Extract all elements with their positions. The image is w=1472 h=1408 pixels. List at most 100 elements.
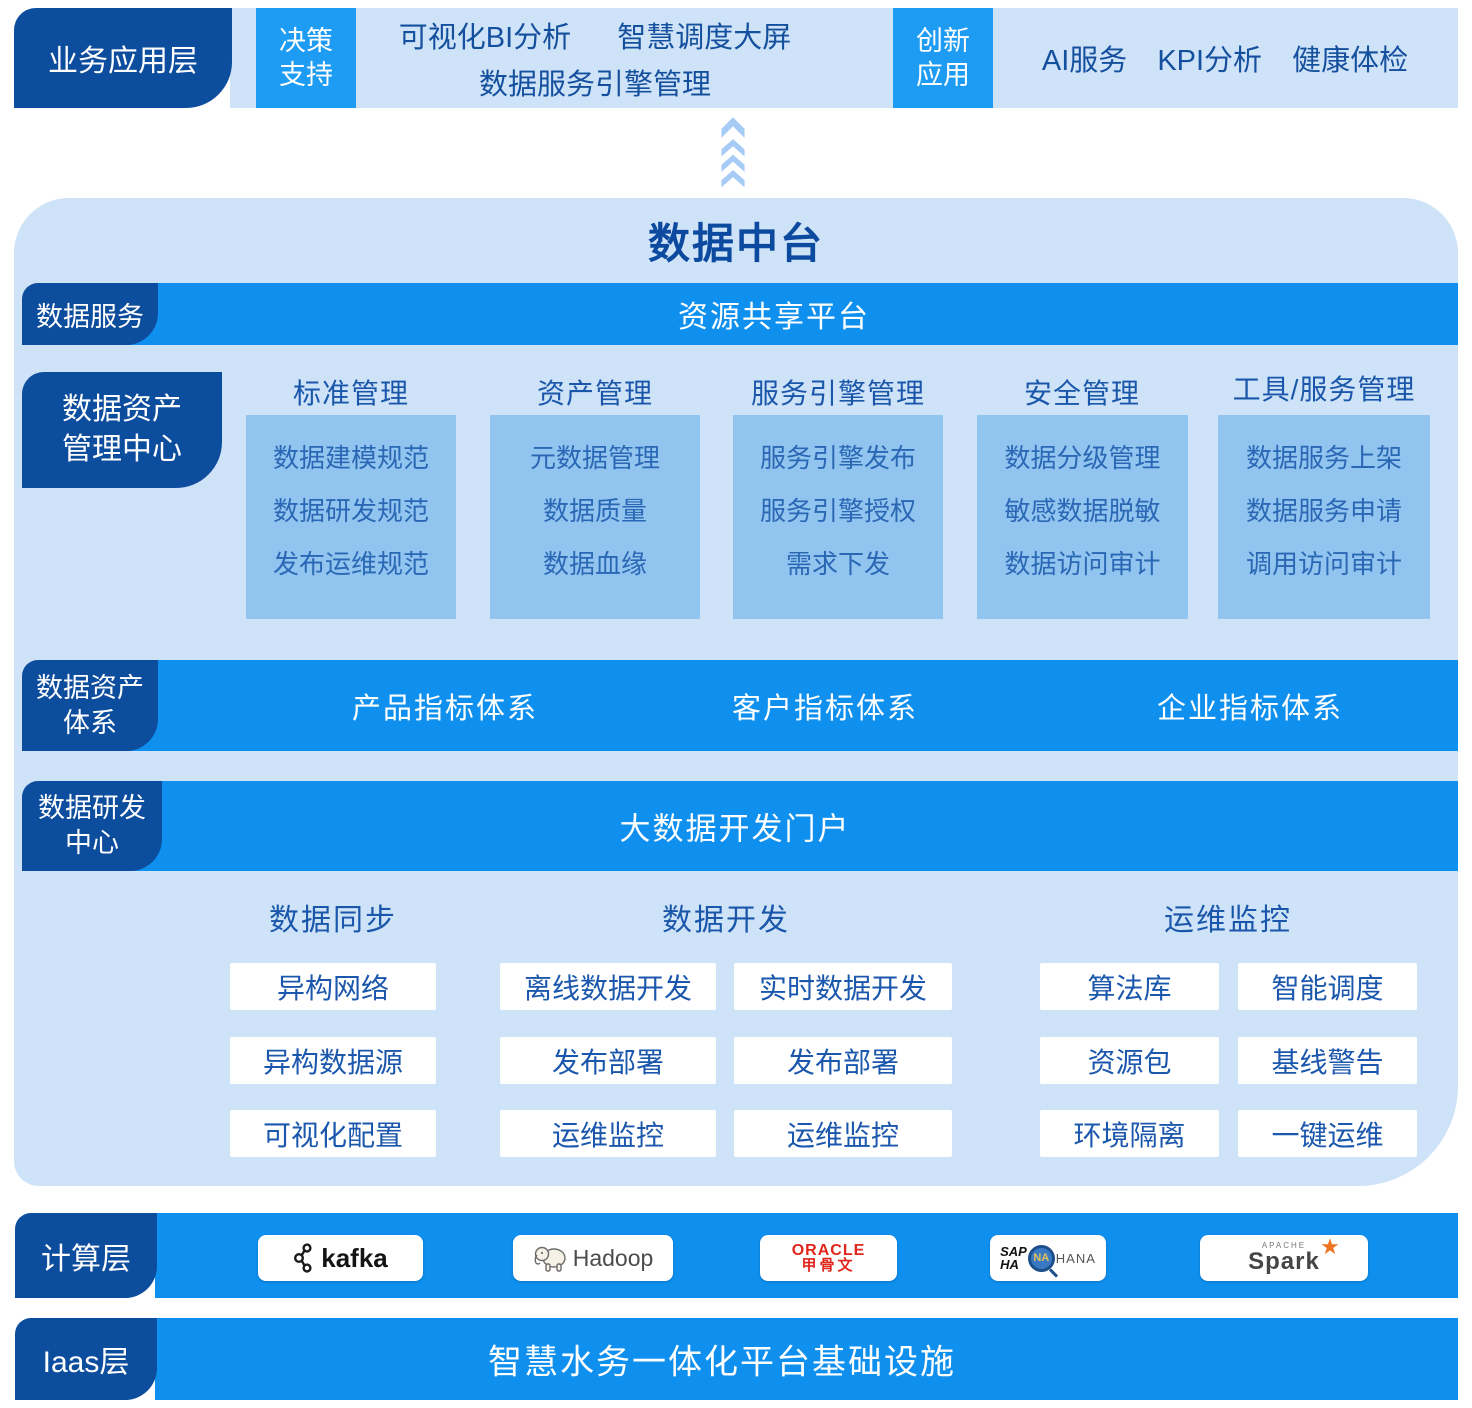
item-data-grading: 数据分级管理	[1004, 443, 1161, 473]
app-kpi-analysis: KPI分析	[1157, 45, 1263, 77]
oracle-logo-text: ORACLE 甲骨文	[791, 1242, 866, 1274]
innovation-apps: AI服务 KPI分析 健康体检	[1005, 8, 1445, 108]
box-one-key-ops: 一键运维	[1238, 1110, 1417, 1157]
kafka-icon	[294, 1243, 312, 1273]
asset-system-label-line1: 数据资产	[36, 672, 144, 703]
hadoop-elephant-icon	[534, 1246, 566, 1272]
decision-apps-row1: 可视化BI分析 智慧调度大屏	[399, 14, 791, 56]
box-env-isolation: 环境隔离	[1040, 1110, 1219, 1157]
section-header-data-sync: 数据同步	[269, 904, 397, 937]
decision-apps: 可视化BI分析 智慧调度大屏 数据服务引擎管理	[352, 8, 838, 108]
platform-title: 数据中台	[647, 220, 824, 267]
decision-support-tag: 决策 支持	[256, 8, 356, 108]
box-release-deploy-1: 发布部署	[500, 1037, 716, 1084]
app-dispatch-screen: 智慧调度大屏	[617, 21, 792, 54]
spark-logo: APACHE Spark ★	[1248, 1234, 1340, 1275]
column-header-security: 安全管理	[1023, 378, 1141, 409]
dev-center-label-line2: 中心	[65, 828, 119, 858]
item-data-masking: 敏感数据脱敏	[1004, 496, 1161, 526]
up-arrow-icon	[721, 117, 745, 188]
asset-system-label: 数据资产 体系	[22, 660, 158, 751]
data-service-band: 资源共享平台	[90, 283, 1458, 345]
magnifier-icon: NA	[1027, 1244, 1055, 1272]
service-engine-box: 服务引擎发布 服务引擎授权 需求下发	[733, 415, 943, 619]
tool-service-box: 数据服务上架 数据服务申请 调用访问审计	[1218, 415, 1430, 619]
box-baseline-alert: 基线警告	[1238, 1037, 1417, 1084]
security-management-box: 数据分级管理 敏感数据脱敏 数据访问审计	[977, 415, 1188, 619]
compute-layer-label-text: 计算层	[41, 1242, 131, 1276]
sap-hana-logo: SAP HA NA HANA	[1000, 1244, 1096, 1272]
dev-center-label: 数据研发 中心	[22, 781, 162, 871]
item-engine-authorize: 服务引擎授权	[759, 496, 916, 526]
dev-center-band: 大数据开发门户	[90, 781, 1458, 871]
asset-system-band: 产品指标体系 客户指标体系 企业指标体系	[90, 660, 1458, 751]
app-health-check: 健康体检	[1292, 45, 1409, 77]
item-data-dev-spec: 数据研发规范	[272, 496, 429, 526]
kafka-logo-chip: kafka	[258, 1235, 423, 1281]
box-smart-schedule: 智能调度	[1238, 963, 1417, 1010]
spark-logo-chip: APACHE Spark ★	[1200, 1235, 1368, 1281]
app-bi-analysis: 可视化BI分析	[398, 21, 572, 54]
box-ops-monitor-2: 运维监控	[734, 1110, 952, 1157]
app-data-service-engine: 数据服务引擎管理	[478, 68, 711, 101]
box-resource-pack: 资源包	[1040, 1037, 1219, 1084]
innovation-tag-line1: 创新	[916, 26, 970, 56]
data-service-label: 数据服务	[22, 283, 158, 345]
section-header-ops-monitor: 运维监控	[1164, 904, 1292, 937]
item-call-audit: 调用访问审计	[1245, 549, 1402, 579]
iaas-layer-label-text: Iaas层	[42, 1346, 130, 1379]
box-visual-config: 可视化配置	[230, 1110, 436, 1157]
column-header-asset: 资产管理	[536, 378, 654, 409]
business-layer-label-text: 业务应用层	[48, 45, 198, 78]
asset-system-label-line2: 体系	[63, 707, 117, 738]
asset-center-label-line1: 数据资产	[62, 393, 182, 426]
hadoop-logo-chip: Hadoop	[513, 1235, 673, 1281]
box-ops-monitor-1: 运维监控	[500, 1110, 716, 1157]
business-layer-band	[230, 8, 1458, 108]
spark-star-icon: ★	[1320, 1234, 1340, 1259]
item-engine-publish: 服务引擎发布	[759, 443, 916, 473]
box-hetero-network: 异构网络	[230, 963, 436, 1010]
column-header-service-engine: 服务引擎管理	[750, 378, 926, 409]
customer-indicator-system: 客户指标体系	[731, 692, 919, 725]
sap-hana-logo-chip: SAP HA NA HANA	[990, 1235, 1106, 1281]
box-algorithm-lib: 算法库	[1040, 963, 1219, 1010]
item-data-quality: 数据质量	[542, 496, 647, 526]
compute-layer-label: 计算层	[15, 1213, 157, 1298]
decision-tag-line1: 决策	[279, 26, 333, 56]
iaas-layer-band: 智慧水务一体化平台基础设施	[155, 1318, 1458, 1400]
box-offline-dev: 离线数据开发	[500, 963, 716, 1010]
product-indicator-system: 产品指标体系	[351, 692, 539, 725]
item-data-modeling-spec: 数据建模规范	[272, 443, 429, 473]
hadoop-logo-text: Hadoop	[572, 1244, 654, 1271]
decision-tag-line2: 支持	[279, 60, 333, 90]
item-demand-dispatch: 需求下发	[785, 549, 890, 579]
box-release-deploy-2: 发布部署	[734, 1037, 952, 1084]
iaas-infrastructure-text: 智慧水务一体化平台基础设施	[488, 1343, 956, 1382]
oracle-logo-chip: ORACLE 甲骨文	[760, 1235, 897, 1281]
item-access-audit: 数据访问审计	[1004, 549, 1161, 579]
section-header-data-develop: 数据开发	[662, 904, 790, 937]
item-service-listing: 数据服务上架	[1245, 443, 1402, 473]
column-header-standard: 标准管理	[292, 378, 410, 409]
item-metadata-mgmt: 元数据管理	[529, 443, 660, 473]
app-ai-service: AI服务	[1041, 45, 1128, 77]
enterprise-indicator-system: 企业指标体系	[1156, 692, 1344, 725]
item-service-apply: 数据服务申请	[1245, 496, 1402, 526]
asset-center-label: 数据资产 管理中心	[22, 372, 222, 488]
box-realtime-dev: 实时数据开发	[734, 963, 952, 1010]
data-service-label-text: 数据服务	[36, 301, 144, 332]
asset-management-box: 元数据管理 数据质量 数据血缘	[490, 415, 700, 619]
item-release-ops-spec: 发布运维规范	[272, 549, 429, 579]
iaas-layer-label: Iaas层	[15, 1318, 157, 1400]
business-layer-label: 业务应用层	[14, 8, 232, 108]
dev-center-label-line1: 数据研发	[38, 793, 146, 823]
kafka-logo-text: kafka	[321, 1242, 388, 1273]
standard-management-box: 数据建模规范 数据研发规范 发布运维规范	[246, 415, 456, 619]
innovation-app-tag: 创新 应用	[893, 8, 993, 108]
innovation-tag-line2: 应用	[916, 60, 970, 90]
box-hetero-datasource: 异构数据源	[230, 1037, 436, 1084]
item-data-lineage: 数据血缘	[542, 549, 647, 579]
bigdata-dev-portal: 大数据开发门户	[619, 811, 851, 847]
